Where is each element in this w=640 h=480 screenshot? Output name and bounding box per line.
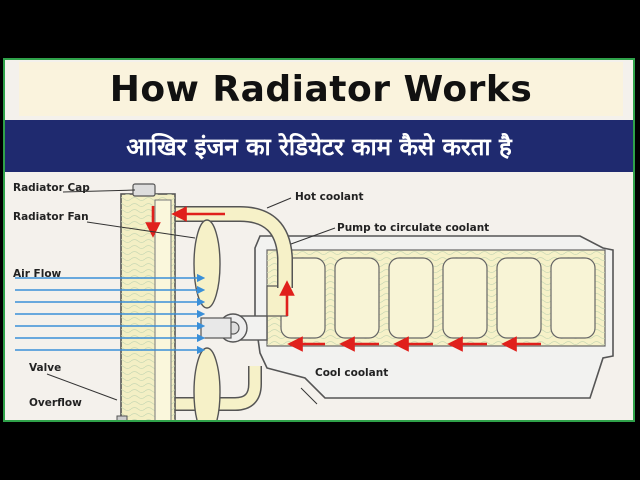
label-radiator-cap: Radiator Cap [13, 182, 90, 194]
engine-block [254, 235, 614, 399]
label-valve: Valve [29, 362, 61, 374]
thumbnail-card: How Radiator Works आखिर इंजन का रेडियेटर… [3, 58, 635, 422]
subtitle-bar: आखिर इंजन का रेडियेटर काम कैसे करता है [5, 120, 633, 172]
radiator-core [116, 183, 176, 420]
title-bar: How Radiator Works [19, 62, 623, 116]
leader-lines [46, 189, 336, 405]
label-overflow: Overflow [29, 397, 82, 409]
page-title: How Radiator Works [109, 68, 533, 110]
coolant-flow-arrows [145, 206, 541, 352]
radiator-fan [193, 219, 232, 420]
label-pump: Pump to circulate coolant [337, 222, 489, 234]
label-cool-coolant: Cool coolant [315, 367, 388, 379]
page-subtitle: आखिर इंजन का रेडियेटर काम कैसे करता है [126, 132, 512, 161]
radiator-diagram-svg: Radiator Cap Radiator Fan Air Flow Valve… [13, 182, 614, 420]
label-air-flow: Air Flow [13, 268, 62, 280]
radiator-diagram: Radiator Cap Radiator Fan Air Flow Valve… [5, 178, 633, 420]
air-flow-arrows [15, 273, 206, 355]
label-radiator-fan: Radiator Fan [13, 211, 89, 223]
label-hot-coolant: Hot coolant [295, 191, 364, 203]
